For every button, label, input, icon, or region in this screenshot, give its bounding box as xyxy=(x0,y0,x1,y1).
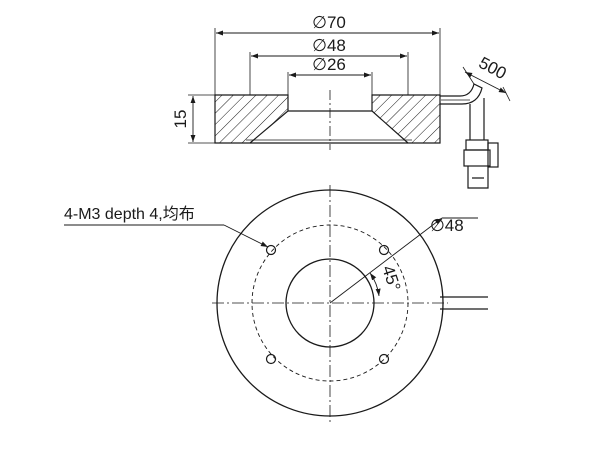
inner-diameter-label: ∅26 xyxy=(312,55,346,74)
mounting-hole-bl xyxy=(265,353,277,365)
angle-arc xyxy=(369,272,381,297)
dim-line-cable-length xyxy=(464,71,507,94)
height-label: 15 xyxy=(171,110,190,129)
outer-diameter-label: ∅70 xyxy=(312,13,346,32)
section-view: ∅70 ∅48 ∅26 15 500 xyxy=(171,13,511,189)
bolt-circle-leader xyxy=(329,217,443,304)
mounting-hole-tl xyxy=(265,244,277,256)
middle-diameter-label: ∅48 xyxy=(312,36,346,55)
mounting-hole-br xyxy=(378,353,390,365)
thread-note-label: 4-M3 depth 4,均布 xyxy=(64,205,195,223)
section-hatch-left xyxy=(214,94,289,144)
angle-label: 45° xyxy=(378,263,404,293)
bolt-circle-label: ∅48 xyxy=(430,216,464,235)
cable-length-label: 500 xyxy=(476,53,510,83)
plan-view: 4-M3 depth 4,均布 ∅48 45° xyxy=(64,185,488,422)
mounting-hole-tr xyxy=(378,244,390,256)
section-hatch-right xyxy=(371,94,441,144)
cable-connector xyxy=(440,83,499,189)
